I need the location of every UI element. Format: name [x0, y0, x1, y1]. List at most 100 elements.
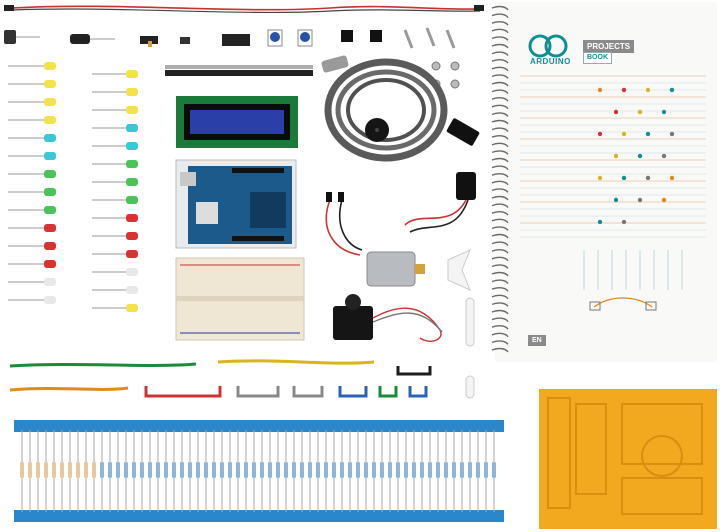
resistor	[428, 462, 432, 478]
spiral-ring	[491, 203, 509, 209]
led	[44, 152, 56, 160]
small-components-row	[4, 27, 460, 89]
book-subtitle-label: BOOK	[583, 52, 612, 64]
cover-dot	[621, 219, 627, 225]
jumper-wire-set	[9, 359, 432, 398]
resistor	[84, 462, 88, 478]
cover-dot	[621, 87, 627, 93]
cover-dot	[661, 197, 667, 203]
book-spiral-binding	[491, 5, 509, 353]
resistor	[476, 462, 480, 478]
spiral-ring	[491, 317, 509, 323]
breadboard	[175, 257, 305, 341]
led	[44, 296, 56, 304]
book-title-label: PROJECTS	[583, 40, 635, 53]
spiral-ring	[491, 241, 509, 247]
spiral-ring	[491, 74, 509, 79]
cover-dot	[597, 131, 603, 137]
spiral-ring	[491, 226, 509, 231]
led	[126, 196, 138, 204]
resistor	[108, 462, 112, 478]
cover-dot	[669, 87, 675, 93]
spiral-ring	[491, 325, 509, 330]
led	[126, 286, 138, 294]
resistor	[188, 462, 192, 478]
led	[126, 178, 138, 186]
resistor	[28, 462, 32, 478]
spiral-ring	[491, 279, 509, 285]
resistor	[156, 462, 160, 478]
piezo-buzzer	[365, 118, 389, 142]
cover-dot	[669, 131, 675, 137]
resistor	[300, 462, 304, 478]
jumper-cables	[325, 192, 363, 256]
spiral-ring	[491, 165, 509, 171]
resistor	[292, 462, 296, 478]
resistor	[148, 462, 152, 478]
servo-motor	[333, 249, 475, 399]
resistor	[220, 462, 224, 478]
cover-dot	[597, 175, 603, 181]
spiral-ring	[491, 150, 509, 155]
led	[44, 242, 56, 250]
resistor	[60, 462, 64, 478]
resistor	[412, 462, 416, 478]
led-assortment	[8, 62, 138, 312]
spiral-ring	[491, 43, 509, 49]
led	[126, 142, 138, 150]
led	[44, 116, 56, 124]
spiral-ring	[491, 271, 509, 277]
led	[126, 304, 138, 312]
spiral-ring	[491, 180, 509, 186]
led	[126, 106, 138, 114]
spiral-ring	[491, 173, 509, 178]
spiral-ring	[491, 112, 509, 117]
resistor	[196, 462, 200, 478]
spiral-ring	[491, 233, 509, 239]
spiral-ring	[491, 309, 509, 315]
resistor	[348, 462, 352, 478]
book-cover-pattern	[520, 75, 706, 290]
spiral-ring	[491, 195, 509, 201]
spiral-ring	[491, 89, 509, 95]
resistor	[252, 462, 256, 478]
spiral-ring	[491, 104, 509, 110]
cover-dot	[597, 87, 603, 93]
spiral-ring	[491, 211, 509, 216]
resistor	[212, 462, 216, 478]
dc-motor	[366, 251, 425, 287]
resistor	[172, 462, 176, 478]
resistor	[324, 462, 328, 478]
spiral-ring	[491, 127, 509, 133]
cover-dot	[645, 131, 651, 137]
led	[44, 224, 56, 232]
spiral-ring	[491, 294, 509, 300]
spiral-ring	[491, 256, 509, 262]
jumper-wire-long	[4, 5, 484, 14]
led	[126, 70, 138, 78]
resistor	[20, 462, 24, 478]
resistor	[436, 462, 440, 478]
led	[44, 278, 56, 286]
resistor	[372, 462, 376, 478]
spiral-ring	[491, 135, 509, 140]
led	[126, 124, 138, 132]
resistor	[444, 462, 448, 478]
resistor	[276, 462, 280, 478]
led	[44, 80, 56, 88]
led	[126, 232, 138, 240]
cover-dot	[637, 197, 643, 203]
spiral-ring	[491, 97, 509, 102]
book-brand-label: ARDUINO	[530, 57, 571, 66]
spiral-ring	[491, 28, 509, 34]
spiral-ring	[491, 264, 509, 269]
resistor	[452, 462, 456, 478]
resistor	[316, 462, 320, 478]
led	[126, 250, 138, 258]
resistor	[236, 462, 240, 478]
resistor	[244, 462, 248, 478]
spiral-ring	[491, 21, 509, 26]
resistor	[116, 462, 120, 478]
cover-dot	[637, 109, 643, 115]
resistor	[36, 462, 40, 478]
